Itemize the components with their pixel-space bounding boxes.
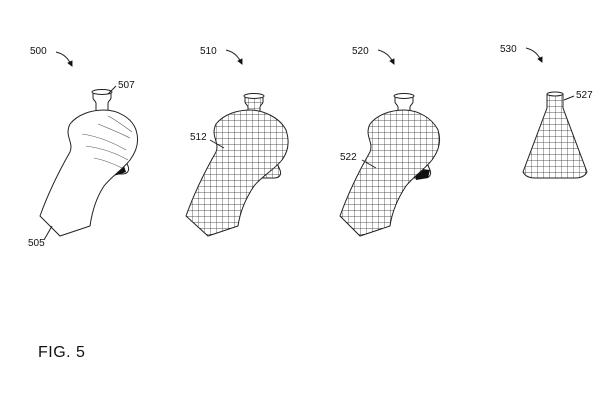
flask-510 [226, 93, 282, 179]
leader-505 [43, 225, 53, 241]
ref-510: 510 [200, 46, 217, 57]
arrow-520 [377, 49, 395, 65]
leader-507 [107, 85, 117, 95]
panel-520: 520 522 [339, 46, 441, 237]
panel-530: 530 527 [500, 44, 593, 179]
hand-512 [185, 109, 289, 237]
ref-522: 522 [340, 152, 357, 163]
ref-505: 505 [28, 238, 45, 249]
ref-512: 512 [190, 132, 207, 143]
leader-522 [361, 159, 377, 169]
ref-520: 520 [352, 46, 369, 57]
hand-505 [39, 109, 139, 237]
panel-510: 510 512 [185, 46, 289, 237]
arrow-510 [225, 49, 243, 65]
ref-500: 500 [30, 46, 47, 57]
hand-522 [339, 109, 441, 237]
ref-527: 527 [576, 90, 593, 101]
ref-530: 530 [500, 44, 517, 55]
arrow-530 [525, 47, 543, 63]
leader-527 [563, 95, 575, 101]
leader-512 [209, 139, 225, 149]
figure-caption: FIG. 5 [38, 344, 86, 361]
arrow-500 [55, 51, 73, 67]
ref-507: 507 [118, 80, 135, 91]
flask-527 [522, 91, 588, 179]
panel-500: 500 507 505 [28, 46, 139, 249]
